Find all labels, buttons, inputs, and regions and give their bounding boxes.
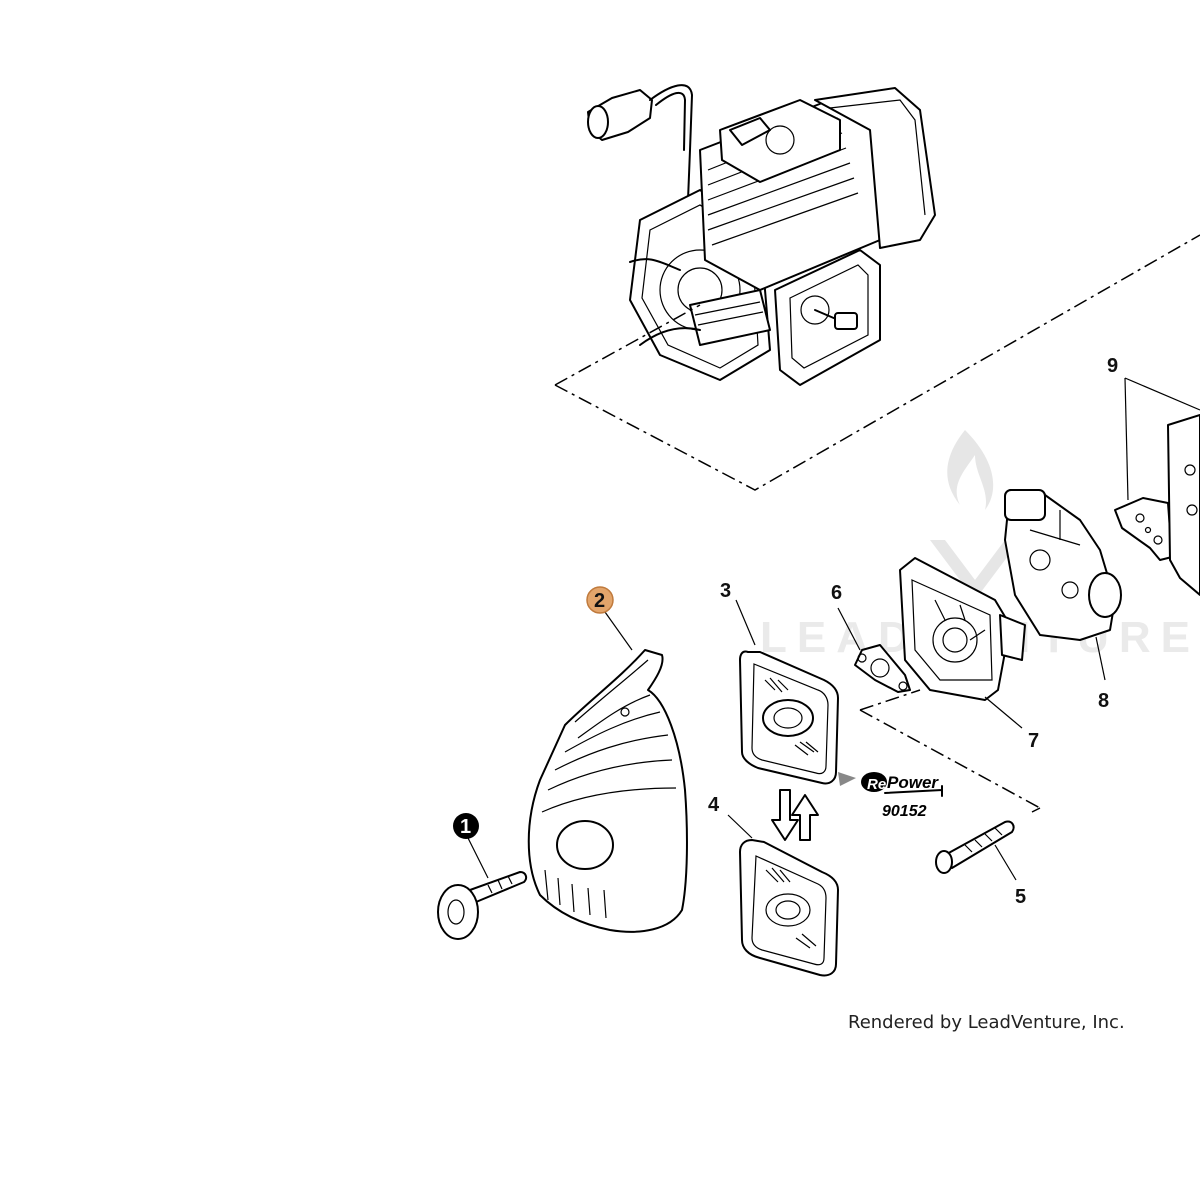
part-4-prefilter: [727, 814, 839, 977]
callout-8[interactable]: 8: [1098, 690, 1109, 712]
assembly-dashed-line: [859, 689, 1041, 813]
replacement-arrows-icon: [771, 789, 819, 841]
rendered-by-footer: Rendered by LeadVenture, Inc.: [848, 1012, 1125, 1033]
engine-dashed-boundary: [554, 234, 1200, 491]
repower-label: Re Power 90152: [838, 772, 943, 820]
callout-1-badge[interactable]: [453, 813, 479, 839]
callout-4[interactable]: 4: [708, 794, 720, 816]
callout-1[interactable]: 1: [460, 816, 471, 838]
repower-brand-prefix: Re: [867, 776, 886, 793]
callout-9[interactable]: 9: [1107, 355, 1118, 377]
part-2-air-cleaner-cover: [527, 611, 688, 933]
repower-brand-suffix: Power: [887, 773, 939, 792]
part-9-gasket: [1114, 377, 1200, 596]
part-5-bolt: [935, 820, 1017, 881]
callout-5[interactable]: 5: [1015, 886, 1026, 908]
callout-2[interactable]: 2: [594, 590, 605, 612]
callout-2-badge[interactable]: [586, 586, 614, 614]
callout-3[interactable]: 3: [720, 580, 731, 602]
part-3-air-filter: [735, 599, 839, 785]
part-6-plate: [837, 607, 911, 693]
part-8-carburetor: [1004, 489, 1122, 681]
callout-7[interactable]: 7: [1028, 730, 1039, 752]
repower-arrow-icon: [838, 772, 856, 786]
part-7-air-cleaner-case: [899, 557, 1026, 729]
repower-part-number: 90152: [882, 803, 927, 820]
callout-labels: 1 2 3 4 5 6 7 8 9: [453, 355, 1118, 908]
engine-assembly: [587, 84, 936, 386]
part-1-knob-screw: [437, 837, 528, 940]
callout-6[interactable]: 6: [831, 582, 842, 604]
